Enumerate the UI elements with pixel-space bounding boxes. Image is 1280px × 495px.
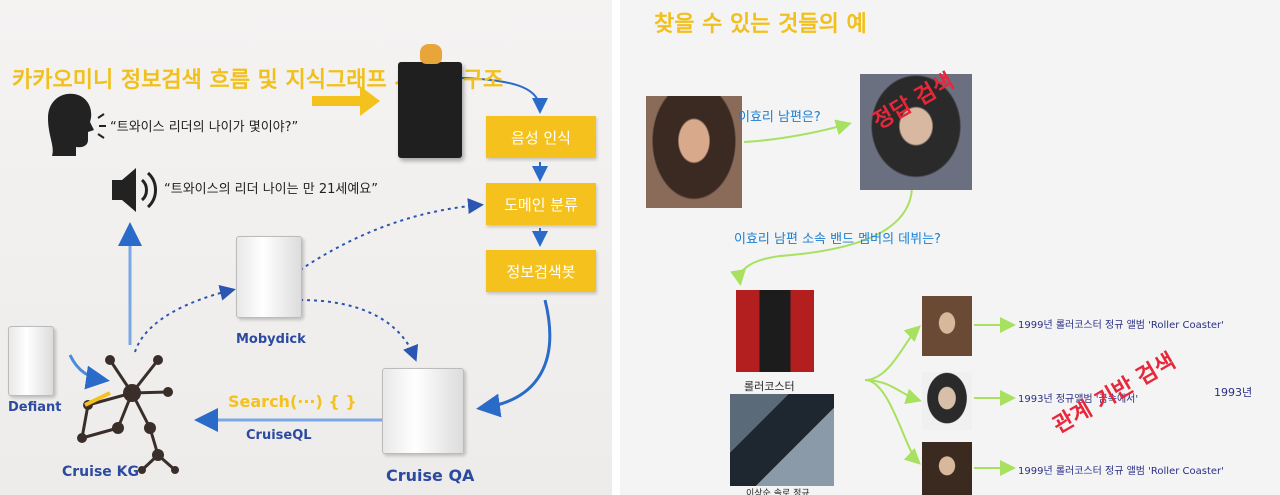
- knowledge-graph-nodes: [77, 355, 179, 474]
- album-caption: 이상순 솔로 정규: [746, 489, 810, 495]
- kg-to-mobydick-dotted: [134, 284, 236, 353]
- lee-hyori-photo: [646, 96, 742, 208]
- right-slide-title: 찾을 수 있는 것들의 예: [654, 12, 867, 37]
- kg-highlight-edge: [84, 391, 111, 407]
- band-group-photo: [736, 290, 814, 372]
- slide-gutter: [612, 0, 620, 495]
- speech-answer: “트와이스의 리더 나이는 만 21세예요”: [164, 182, 378, 197]
- step-search-bot: 정보검색봇: [486, 250, 596, 292]
- bot-to-cruiseqa-arrow: [476, 299, 552, 418]
- architecture-diagram-lines: [48, 77, 552, 474]
- member2-photo: [922, 372, 972, 430]
- q1-arrow: [743, 119, 852, 143]
- defiant-server-icon: [8, 326, 54, 396]
- cruiseql-label: CruiseQL: [246, 428, 312, 443]
- speech-lines-icon: [97, 113, 106, 139]
- member3-photo: [922, 442, 972, 495]
- mobydick-label: Mobydick: [236, 332, 306, 347]
- band-to-member3-arrow: [864, 379, 921, 465]
- band-to-member1-arrow: [864, 325, 921, 381]
- question-to-device-arrow: [312, 86, 380, 116]
- q2-arrow: [730, 187, 913, 286]
- result-row-3: 1999년 롤러코스터 정규 앨범 'Roller Coaster': [1018, 466, 1224, 477]
- cruiseqa-server-icon: [382, 368, 464, 454]
- device-to-asr-arrow: [461, 77, 548, 114]
- result-row-2-year: 1993년: [1214, 386, 1253, 399]
- defiant-to-kg-arrow: [68, 354, 110, 390]
- question-husband: 이효리 남편은?: [738, 110, 821, 125]
- speaker-icon: [112, 168, 157, 212]
- cruise-qa-label: Cruise QA: [386, 466, 475, 485]
- defiant-label: Defiant: [8, 400, 62, 415]
- search-code-label: Search(···) { }: [228, 392, 357, 411]
- question-band-debut: 이효리 남편 소속 밴드 멤버의 데뷔는?: [734, 232, 941, 247]
- kakaomini-architecture-slide: 카카오미니 정보검색 흐름 및 지식그래프 시스템 구조 “트와이스 리더의 나…: [0, 0, 612, 495]
- mobydick-server-icon: [236, 236, 302, 318]
- result-row-1: 1999년 롤러코스터 정규 앨범 'Roller Coaster': [1018, 320, 1224, 331]
- step-speech-recognition: 음성 인식: [486, 116, 596, 158]
- kakao-mini-device: [398, 62, 462, 158]
- step-domain-classification: 도메인 분류: [486, 183, 596, 225]
- result-row-2: 1993년 정규앨범 '꿈속에서': [1018, 394, 1139, 405]
- mobydick-to-cruiseqa-dotted: [299, 299, 419, 362]
- search-examples-slide: 찾을 수 있는 것들의 예 롤러코스터 이상순 솔로 정규 이효리 남편은? 이…: [620, 0, 1280, 495]
- speaking-person-icon: [48, 93, 94, 156]
- speech-question: “트와이스 리더의 나이가 몇이야?”: [110, 120, 299, 135]
- relation-arrows: [730, 119, 1016, 476]
- member1-photo: [922, 296, 972, 356]
- cruise-kg-label: Cruise KG: [62, 464, 139, 480]
- solo-album-photo: [730, 394, 834, 486]
- mobydick-to-domain-dotted: [299, 198, 484, 271]
- husband-photo: [860, 74, 972, 190]
- band-caption: 롤러코스터: [744, 380, 795, 393]
- ryan-figure-icon: [420, 44, 442, 64]
